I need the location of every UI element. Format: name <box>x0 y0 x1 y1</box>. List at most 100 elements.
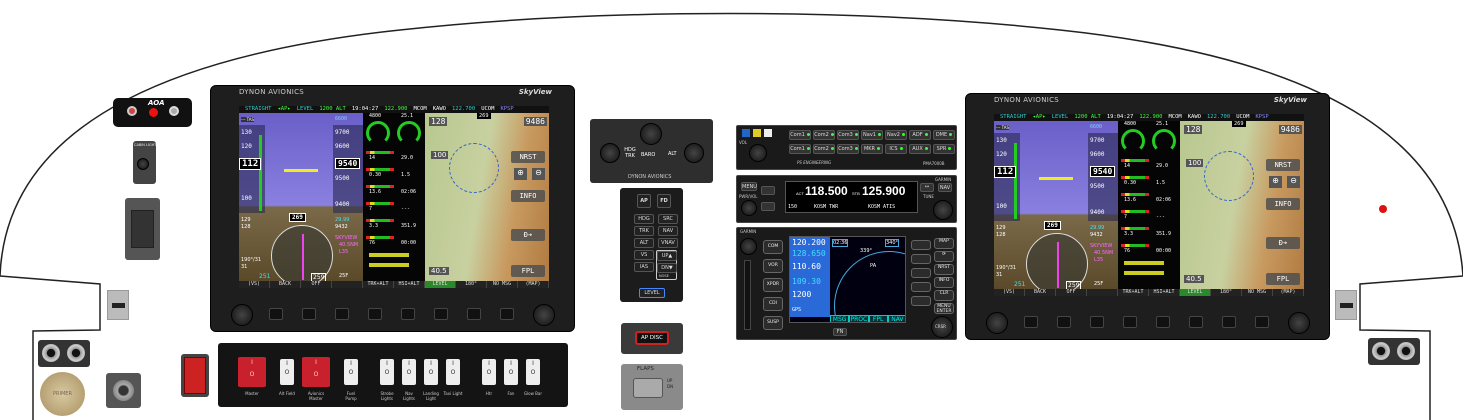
aoa-mute-button[interactable] <box>127 106 137 116</box>
nrst-button[interactable]: NRST <box>1266 159 1300 171</box>
usb-port-left[interactable] <box>107 290 129 320</box>
audio-aux-button[interactable]: AUX <box>909 144 931 154</box>
gtn-button[interactable]: NRST <box>934 264 954 275</box>
elt-switch[interactable] <box>181 354 209 397</box>
audio-mkr-button[interactable]: MKR <box>861 144 883 154</box>
headset-jack[interactable] <box>1372 342 1390 360</box>
left-knob[interactable] <box>231 304 253 326</box>
gtn-button[interactable]: MENU ENTER <box>934 303 954 314</box>
audio-nav1-button[interactable]: Nav1 <box>861 130 883 140</box>
softkey-button[interactable] <box>1222 316 1236 328</box>
baro-knob[interactable] <box>640 123 662 145</box>
audio-adf-button[interactable]: ADF <box>909 130 931 140</box>
gtn-xpdr-button[interactable]: XPDR <box>763 278 783 292</box>
ap-hdg-button[interactable]: HDG <box>634 214 654 224</box>
cabin-light-dimmer[interactable]: CABIN LIGHT <box>133 141 156 184</box>
audio-com2-button[interactable]: Com2 <box>813 144 835 154</box>
primer-knob[interactable]: PRIMER <box>40 372 85 416</box>
mic-jack[interactable] <box>1397 342 1415 360</box>
gtn-com-button[interactable]: COM <box>763 240 783 254</box>
audio-com3-button[interactable]: Com3 <box>837 130 859 140</box>
ap-vnav-button[interactable]: VNAV <box>658 238 678 248</box>
gtn-smart-key[interactable] <box>911 296 931 306</box>
audio-spr-button[interactable]: SPR <box>933 144 955 154</box>
nose-down-button[interactable]: DN▼ <box>657 263 677 273</box>
gtn-button[interactable]: MAP <box>934 238 954 249</box>
softkey-button[interactable] <box>1057 316 1071 328</box>
ap-ias-button[interactable]: IAS <box>634 262 654 272</box>
nrst-button[interactable]: NRST <box>511 151 545 163</box>
gtn-tab[interactable]: PROC <box>849 315 869 323</box>
headset-jacks-left[interactable] <box>38 340 90 367</box>
gtn-button[interactable]: ⟳ <box>934 251 954 262</box>
fn-button[interactable]: FN <box>833 328 847 336</box>
ap-fd-button[interactable]: FD <box>657 194 671 208</box>
rocker-switch[interactable] <box>125 198 160 260</box>
nav-button[interactable]: NAV <box>938 183 952 192</box>
gtn-screen[interactable]: 120.200 128.650 110.60 109.30 1200 GPS 0… <box>789 236 906 323</box>
ignition-key-switch[interactable] <box>106 373 141 408</box>
direct-to-button[interactable]: Ð➔ <box>511 229 545 241</box>
nose-up-button[interactable]: UP▲ <box>657 251 677 261</box>
hdg-knob[interactable] <box>600 143 620 163</box>
softkey-button[interactable] <box>1255 316 1269 328</box>
headset-jacks-right[interactable] <box>1368 338 1420 365</box>
gtn-smart-key[interactable] <box>911 282 931 292</box>
softkey-button[interactable] <box>1090 316 1104 328</box>
left-knob[interactable] <box>986 312 1008 334</box>
softkey-button[interactable] <box>1189 316 1203 328</box>
ap-ap-button[interactable]: AP <box>637 194 651 208</box>
right-knob[interactable] <box>533 304 555 326</box>
zoom-in-icon[interactable]: ⊕ <box>1269 176 1282 188</box>
flip-button-2[interactable] <box>761 202 775 211</box>
audio-nav2-button[interactable]: Nav2 <box>885 130 907 140</box>
moving-map[interactable]: 128 269 9486 100 NRST ⊕ ⊖ INFO Ð➔ FPL 40… <box>425 113 549 281</box>
menu-button[interactable]: MENU <box>741 182 757 191</box>
ap-trk-button[interactable]: TRK <box>634 226 654 236</box>
mic-jack[interactable] <box>67 344 85 362</box>
alt-knob[interactable] <box>684 143 704 163</box>
usb-port-right[interactable] <box>1335 290 1357 320</box>
audio-marker-button[interactable] <box>753 129 761 137</box>
zoom-out-icon[interactable]: ⊖ <box>532 168 545 180</box>
gtn-cdi-button[interactable]: CDI <box>763 297 783 311</box>
moving-map[interactable]: 128 269 9486 100 NRST ⊕ ⊖ INFO Ð➔ FPL 40… <box>1180 121 1304 289</box>
audio-com1-button[interactable]: Com1 <box>789 144 811 154</box>
gtn-smart-key[interactable] <box>911 254 931 264</box>
dimmer-knob[interactable] <box>137 158 149 170</box>
aoa-volume-knob[interactable] <box>169 106 179 116</box>
gtn-button[interactable]: INFO <box>934 277 954 288</box>
gtn-tab[interactable]: MSG <box>830 315 850 322</box>
headset-jack[interactable] <box>42 344 60 362</box>
softkey-button[interactable] <box>368 308 382 320</box>
zoom-out-icon[interactable]: ⊖ <box>1287 176 1300 188</box>
level-button[interactable]: LEVEL <box>639 288 665 298</box>
tune-knob[interactable] <box>933 200 953 220</box>
swap-icon[interactable]: ↔ <box>920 183 934 192</box>
gtn-vor-button[interactable]: VOR <box>763 259 783 273</box>
direct-to-button[interactable]: Ð➔ <box>1266 237 1300 249</box>
info-button[interactable]: INFO <box>511 190 545 202</box>
audio-dme-button[interactable]: DME <box>933 130 955 140</box>
skyview-screen[interactable]: STRAIGHT ◂AP▸ LEVEL 1200 ALT 19:04:27 12… <box>239 106 549 288</box>
flip-button-1[interactable] <box>761 186 775 195</box>
fpl-button[interactable]: FPL <box>1266 273 1300 285</box>
audio-info-button[interactable] <box>764 129 772 137</box>
softkey-button[interactable] <box>401 308 415 320</box>
audio-ics-button[interactable]: ICS <box>885 144 907 154</box>
pwr-vol-knob[interactable] <box>740 238 757 255</box>
ap-nav-button[interactable]: NAV <box>658 226 678 236</box>
fpl-button[interactable]: FPL <box>511 265 545 277</box>
audio-com2-button[interactable]: Com2 <box>813 130 835 140</box>
ap-alt-button[interactable]: ALT <box>634 238 654 248</box>
gtn-smart-key[interactable] <box>911 240 931 250</box>
softkey-button[interactable] <box>434 308 448 320</box>
